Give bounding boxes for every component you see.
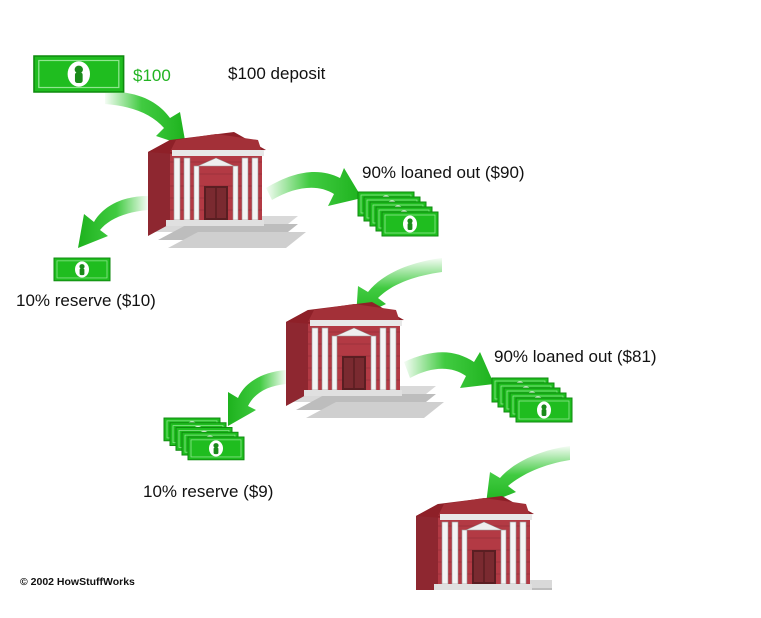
copyright-text: © 2002 HowStuffWorks <box>20 576 135 588</box>
reserve-2-label: 10% reserve ($9) <box>143 482 274 501</box>
arrow-redeposit-1-icon <box>356 258 442 318</box>
arrow-reserve-1-icon <box>78 196 148 248</box>
arrow-redeposit-2-icon <box>486 446 570 504</box>
loan-1-billstack-icon <box>358 192 438 236</box>
loan-2-label: 90% loaned out ($81) <box>494 347 657 366</box>
bank-3-icon <box>415 496 552 590</box>
loan-2-billstack-icon <box>492 378 572 422</box>
reserve-1-bill-icon <box>53 257 111 282</box>
arrow-deposit-icon <box>105 91 186 146</box>
reserve-1-label: 10% reserve ($10) <box>16 291 156 310</box>
loan-1-label: 90% loaned out ($90) <box>362 163 525 182</box>
reserve-2-billstack-icon <box>164 418 244 460</box>
top-bill-amount: $100 <box>133 66 171 85</box>
arrow-reserve-2-icon <box>228 370 286 426</box>
top-bill-icon <box>33 55 125 93</box>
deposit-label: $100 deposit <box>228 64 326 83</box>
arrow-loan-1-icon <box>266 168 362 206</box>
arrow-loan-2-icon <box>404 352 494 388</box>
